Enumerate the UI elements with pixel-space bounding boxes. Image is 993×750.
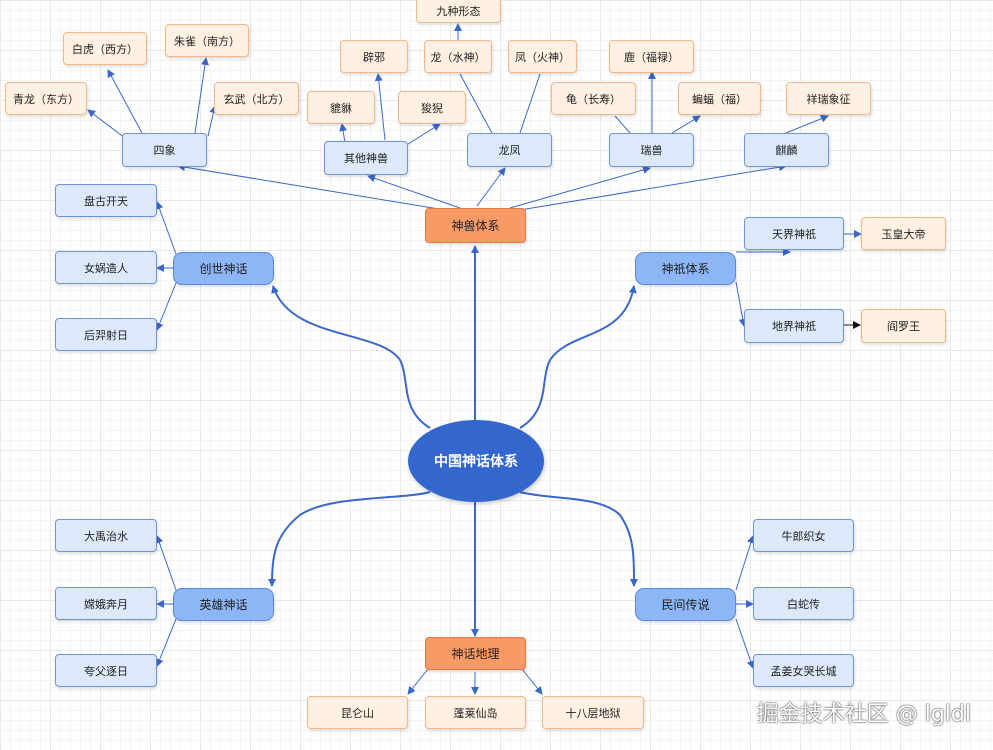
node-xuanwu[interactable]: 玄武（北方） bbox=[214, 82, 299, 115]
node-baihu[interactable]: 白虎（西方） bbox=[63, 32, 147, 65]
node-mengjiang[interactable]: 孟姜女哭长城 bbox=[753, 654, 854, 687]
root-node[interactable]: 中国神话体系 bbox=[408, 420, 544, 502]
node-niulang[interactable]: 牛郎织女 bbox=[753, 519, 854, 552]
node-dijie[interactable]: 地界神祇 bbox=[744, 309, 844, 343]
category-chuangshi[interactable]: 创世神话 bbox=[173, 252, 274, 285]
node-tianjie[interactable]: 天界神祇 bbox=[744, 217, 844, 250]
category-shenshou[interactable]: 神兽体系 bbox=[425, 208, 526, 243]
watermark: 掘金技术社区 @ lgldl bbox=[756, 702, 971, 727]
node-jiuzhong-xingtai[interactable]: 九种形态 bbox=[416, 0, 501, 23]
category-dili[interactable]: 神话地理 bbox=[425, 637, 526, 670]
node-qita-shenshou[interactable]: 其他神兽 bbox=[324, 141, 408, 175]
node-pangu[interactable]: 盘古开天 bbox=[55, 184, 157, 217]
node-feng[interactable]: 凤（火神） bbox=[508, 40, 577, 73]
node-dayu[interactable]: 大禹治水 bbox=[55, 519, 157, 552]
category-yingxiong[interactable]: 英雄神话 bbox=[173, 588, 274, 621]
node-yanluo[interactable]: 阎罗王 bbox=[861, 309, 946, 343]
node-diyu[interactable]: 十八层地狱 bbox=[542, 696, 644, 729]
node-penglai[interactable]: 蓬莱仙岛 bbox=[425, 696, 526, 729]
node-bianfu[interactable]: 蝙蝠（福） bbox=[678, 82, 761, 115]
node-yuhuang[interactable]: 玉皇大帝 bbox=[861, 217, 946, 250]
node-qinglong[interactable]: 青龙（东方） bbox=[5, 82, 87, 115]
node-gui[interactable]: 龟（长寿） bbox=[551, 82, 636, 115]
node-xiangrui[interactable]: 祥瑞象征 bbox=[786, 82, 871, 115]
node-ruishou[interactable]: 瑞兽 bbox=[609, 133, 694, 167]
node-kunlun[interactable]: 昆仑山 bbox=[307, 696, 408, 729]
node-lu[interactable]: 鹿（福禄） bbox=[609, 40, 694, 73]
node-nvwa[interactable]: 女娲造人 bbox=[55, 251, 157, 284]
node-pixiu[interactable]: 貔貅 bbox=[307, 91, 375, 124]
category-shenqi[interactable]: 神祇体系 bbox=[635, 252, 736, 285]
node-sixiang[interactable]: 四象 bbox=[122, 133, 207, 167]
node-pixie[interactable]: 辟邪 bbox=[340, 40, 408, 73]
category-minjian[interactable]: 民间传说 bbox=[635, 588, 736, 621]
node-zhuque[interactable]: 朱雀（南方） bbox=[165, 24, 249, 57]
node-houyi[interactable]: 后羿射日 bbox=[55, 318, 157, 351]
node-longfeng[interactable]: 龙凤 bbox=[467, 133, 552, 167]
node-kuafu[interactable]: 夸父逐日 bbox=[55, 654, 157, 687]
node-qilin[interactable]: 麒麟 bbox=[744, 133, 829, 167]
node-change[interactable]: 嫦娥奔月 bbox=[55, 587, 157, 620]
node-baishe[interactable]: 白蛇传 bbox=[753, 587, 854, 620]
node-long[interactable]: 龙（水神） bbox=[424, 40, 492, 73]
node-suanni[interactable]: 狻猊 bbox=[398, 91, 466, 124]
